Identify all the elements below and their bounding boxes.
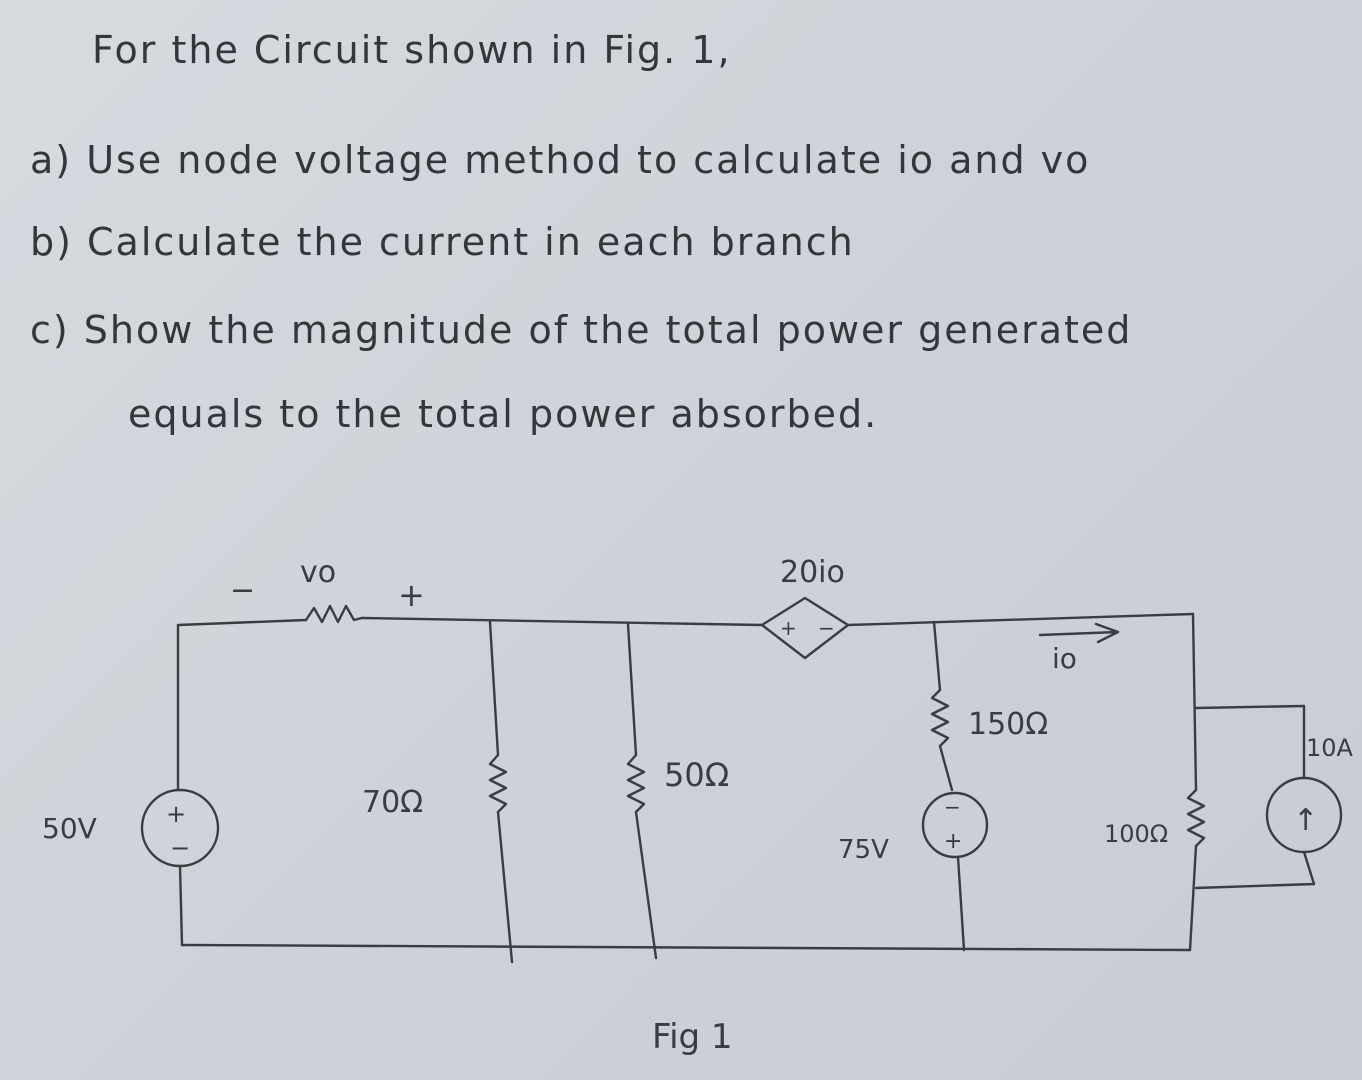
- resistor-70: [488, 753, 508, 814]
- top-wire-right: [846, 612, 1195, 627]
- branch-150-wire-bottom: [956, 855, 966, 952]
- resistor-50: [626, 753, 646, 814]
- question-c-line1: c) Show the magnitude of the total power…: [30, 308, 1133, 352]
- branch-50-wire-bottom: [634, 810, 658, 960]
- branch-100-wire-top: [1191, 612, 1198, 792]
- resistor-100: [1186, 788, 1206, 848]
- bottom-wire: [180, 943, 1192, 952]
- figure-caption: Fig 1: [652, 1017, 733, 1057]
- vo-minus: −: [230, 573, 255, 608]
- branch-70-wire-top: [488, 620, 500, 757]
- source-75v-minus: −: [944, 795, 961, 819]
- cs-wire-right-bottom: [1302, 850, 1316, 886]
- top-wire-middle: [360, 616, 764, 627]
- question-b: b) Calculate the current in each branch: [30, 220, 855, 264]
- cs-wire-bottom: [1194, 882, 1316, 890]
- source-50v-plus: +: [166, 800, 186, 828]
- dependent-voltage-source: [760, 596, 850, 660]
- io-arrow-head: [1094, 622, 1120, 644]
- current-source-label: 10A: [1306, 734, 1354, 762]
- voltage-source-75v: [921, 791, 989, 859]
- branch-150-wire-top: [932, 620, 942, 692]
- source-50v-minus: −: [170, 834, 190, 862]
- resistor-150: [930, 688, 950, 748]
- r70-label: 70Ω: [362, 785, 423, 820]
- source-75v-plus: +: [944, 829, 962, 854]
- dep-source-label: 20io: [780, 555, 845, 590]
- io-arrow-shaft: [1038, 630, 1120, 637]
- left-wire-bottom: [178, 864, 184, 947]
- question-c-line2: equals to the total power absorbed.: [128, 392, 879, 436]
- resistor-vo: [304, 604, 364, 624]
- r100-label: 100Ω: [1104, 820, 1168, 848]
- r150-label: 150Ω: [968, 707, 1048, 742]
- dep-source-minus: −: [818, 616, 835, 640]
- dep-source-plus: +: [780, 616, 797, 640]
- vo-label: vo: [300, 555, 336, 590]
- source-75v-label: 75V: [838, 835, 889, 865]
- cs-wire-top: [1194, 704, 1306, 710]
- io-label: io: [1052, 642, 1077, 675]
- branch-70-wire-bottom: [496, 810, 514, 964]
- branch-150-wire-mid: [938, 744, 954, 792]
- source-50v-label: 50V: [42, 812, 97, 845]
- r50-label: 50Ω: [664, 756, 729, 794]
- top-wire-left: [176, 618, 308, 627]
- branch-50-wire-top: [626, 622, 638, 757]
- question-a: a) Use node voltage method to calculate …: [30, 138, 1091, 182]
- intro-text: For the Circuit shown in Fig. 1,: [92, 28, 732, 72]
- vo-plus: +: [398, 576, 425, 614]
- branch-100-wire-bottom: [1188, 844, 1198, 952]
- current-source-arrow-icon: ↑: [1293, 803, 1318, 838]
